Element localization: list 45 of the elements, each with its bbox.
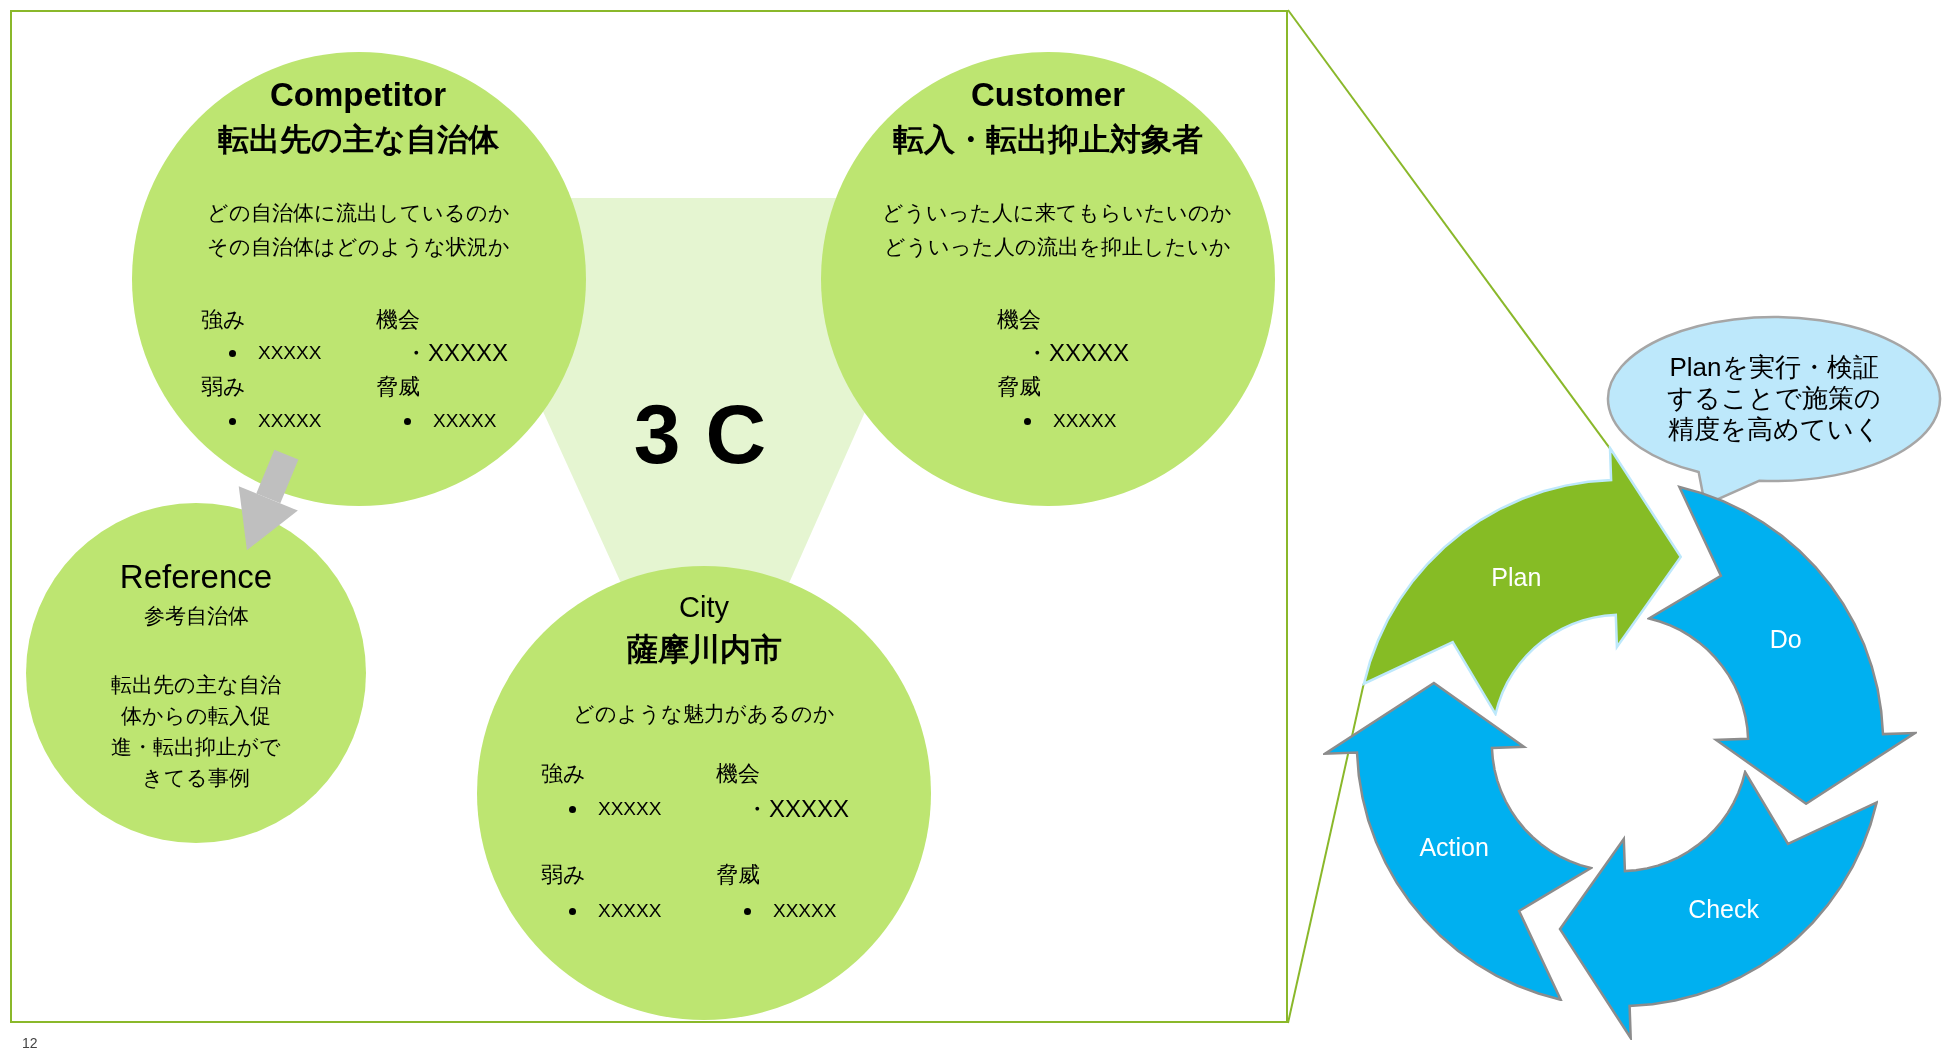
swot-item: ・XXXXX [1025,339,1130,367]
swot-label: 弱み [201,374,246,400]
connector-line [1287,682,1365,1024]
circle-heading: Customer [971,76,1125,114]
circle-subheading: 参考自治体 [143,603,249,629]
swot-item: XXXXX [1053,410,1117,432]
step-label: Check [1688,894,1759,924]
swot-label: 弱み [541,862,586,888]
question-text: どのような魅力があるのか [573,701,835,727]
block-arrow [238,449,299,551]
swot-item: XXXXX [773,900,837,922]
step-label: Plan [1491,562,1542,592]
page-number: 12 [22,1036,38,1050]
swot-item: XXXXX [258,410,322,432]
swot-item: XXXXX [258,342,322,364]
swot-item: XXXXX [433,410,497,432]
circle-heading: City [679,591,729,625]
swot-label: 脅威 [716,862,760,888]
circle-heading: Reference [119,558,273,596]
question-text: どういった人の流出を抑止したいか [883,234,1231,260]
circle-heading: 転入・転出抑止対象者 [893,122,1203,158]
circle-heading: 薩摩川内市 [626,632,782,668]
connector-line [1287,9,1611,450]
swot-label: 機会 [997,307,1041,333]
question-text: どの自治体に流出しているのか [206,200,510,226]
swot-label: 機会 [716,761,760,787]
description-text: 転出先の主な自治体からの転入促進・転出抑止ができてる事例 [110,672,282,791]
frame-box [10,10,1288,1023]
swot-item: ・XXXXX [745,795,850,823]
question-text: どういった人に来てもらいたいのか [882,200,1232,226]
swot-label: 機会 [376,307,420,333]
step-label: Action [1419,832,1489,861]
question-text: その自治体はどのような状況か [206,234,510,260]
step-label: Do [1769,625,1802,654]
swot-item: XXXXX [598,900,662,922]
swot-label: 強み [201,307,246,333]
swot-label: 脅威 [997,374,1041,400]
swot-item: XXXXX [598,798,662,820]
bubble-text: Planを実行・検証することで施策の精度を高めていく [1666,352,1882,446]
circle-heading: 転出先の主な自治体 [217,122,499,158]
center-title: 3C [632,392,792,476]
circle-heading: Competitor [270,76,446,114]
swot-label: 強み [541,761,586,787]
swot-label: 脅威 [376,374,420,400]
swot-item: ・XXXXX [404,339,509,367]
